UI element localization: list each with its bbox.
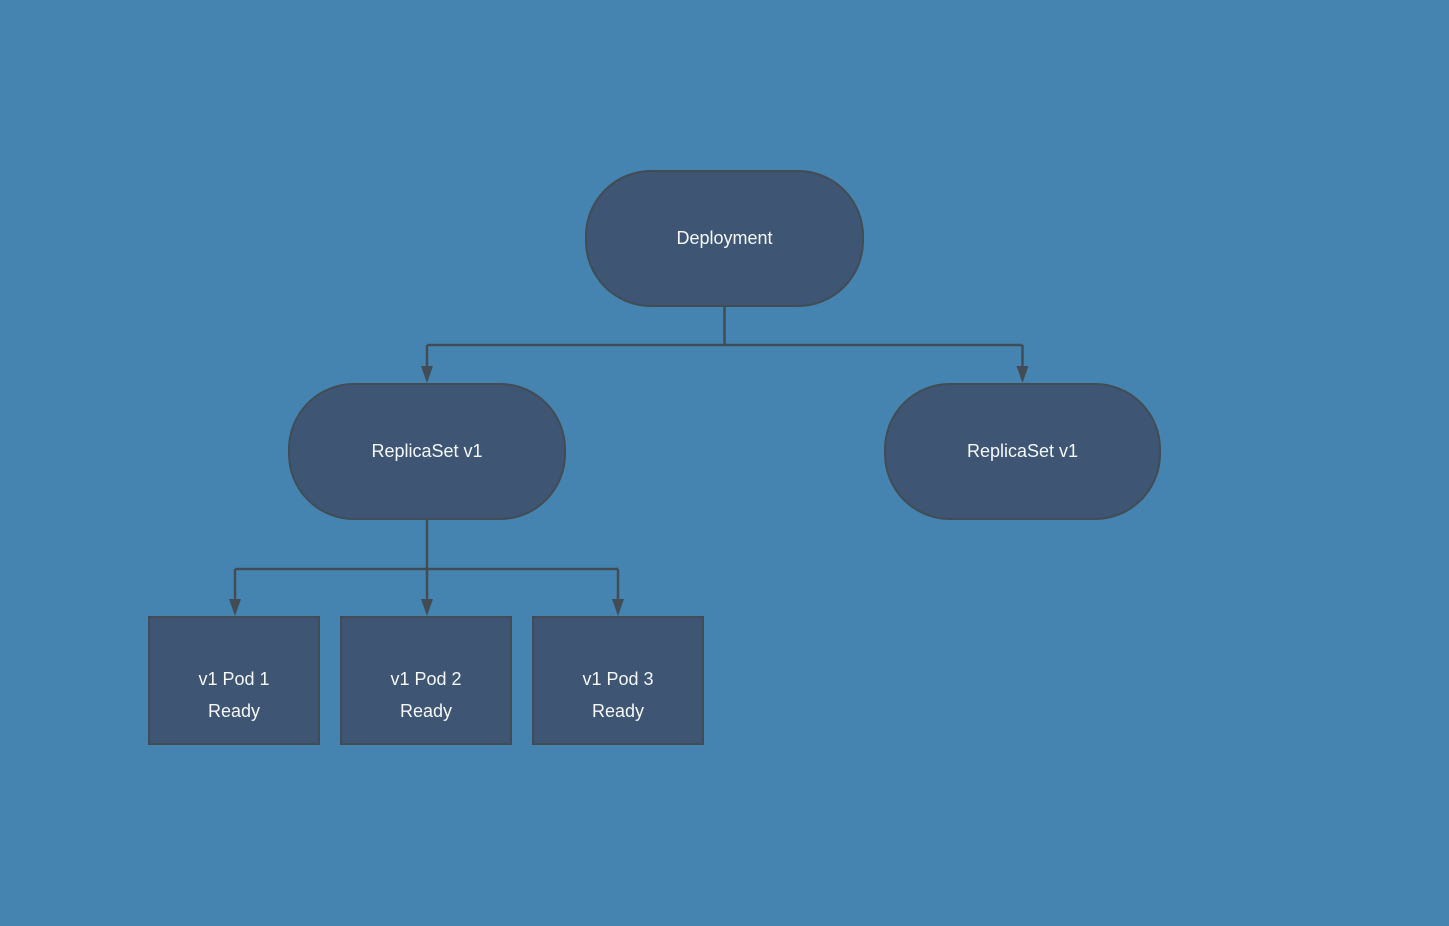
arrowhead-pod-2 (421, 599, 433, 616)
pod-labels: v1 Pod 3 Ready (582, 663, 653, 727)
pod-status: Ready (399, 700, 453, 721)
node-label: Deployment (676, 228, 773, 248)
node-label: ReplicaSet v1 (966, 441, 1079, 461)
pod-label: v1 Pod 2 (390, 668, 462, 689)
connector-pods-branch (233, 567, 620, 600)
arrowhead-pod-3 (612, 599, 624, 616)
replicaset-v1-right-node[interactable]: ReplicaSet v1 (884, 383, 1161, 520)
pod-labels: v1 Pod 1 Ready (198, 663, 269, 727)
pod-labels: v1 Pod 2 Ready (390, 663, 461, 727)
connector-deployment-branch (425, 343, 1024, 367)
arrowhead-pod-1 (229, 599, 241, 616)
arrowhead-replicaset-left (421, 366, 433, 383)
pod-label: v1 Pod 1 (198, 668, 270, 689)
arrowhead-replicaset-right (1016, 366, 1029, 383)
pod-label: v1 Pod 3 (582, 668, 654, 689)
pod-2-node[interactable]: v1 Pod 2 Ready (340, 616, 512, 745)
pod-1-node[interactable]: v1 Pod 1 Ready (148, 616, 320, 745)
pod-3-node[interactable]: v1 Pod 3 Ready (532, 616, 704, 745)
deployment-node[interactable]: Deployment (585, 170, 864, 307)
pod-status: Ready (207, 700, 261, 721)
node-label: ReplicaSet v1 (371, 441, 483, 461)
replicaset-v1-left-node[interactable]: ReplicaSet v1 (288, 383, 566, 520)
pod-status: Ready (591, 700, 645, 721)
